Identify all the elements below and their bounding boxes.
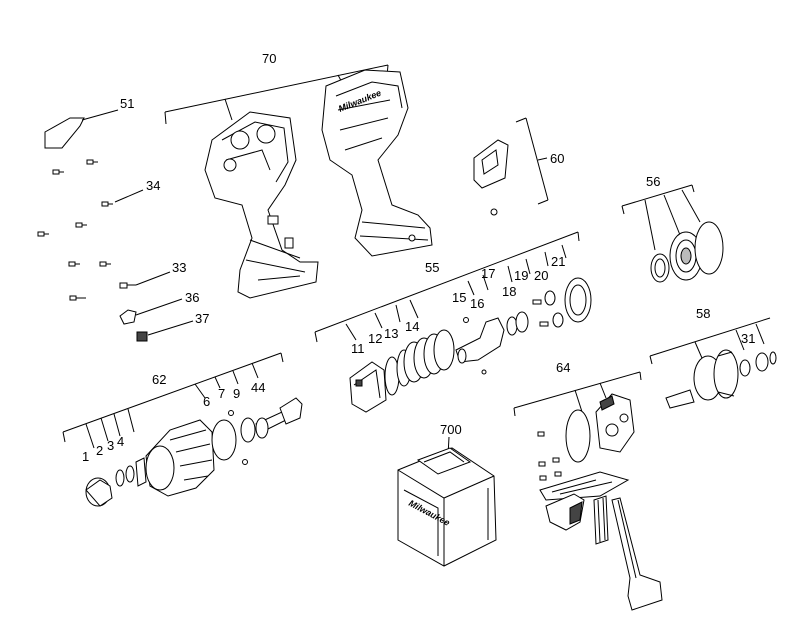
callout-1: 1 — [82, 449, 89, 464]
screw-33: 33 — [119, 260, 186, 289]
callout-2: 2 — [96, 443, 103, 458]
carrying-case-700: 700 Milwaukee — [397, 422, 497, 567]
bearing-group-56: 56 — [621, 174, 724, 283]
callout-4: 4 — [117, 434, 124, 449]
callout-64: 64 — [556, 360, 570, 375]
screws-34: 34 — [37, 159, 160, 301]
stator-disk — [565, 409, 591, 463]
spindle-part — [455, 317, 505, 363]
gearcase-group-62: 62 1 2 3 4 6 7 9 44 — [62, 352, 303, 507]
callout-16: 16 — [470, 296, 484, 311]
electronics-group-64: 64 — [513, 360, 663, 611]
callout-12: 12 — [368, 331, 382, 346]
motor-group-58: 58 31 — [649, 306, 777, 409]
callout-36: 36 — [185, 290, 199, 305]
callout-70: 70 — [262, 51, 276, 66]
callout-14: 14 — [405, 319, 419, 334]
right-housing-half — [321, 69, 433, 257]
screw-icon — [37, 159, 113, 301]
switch-lever-36: 36 — [119, 290, 199, 325]
callout-44: 44 — [251, 380, 265, 395]
mechanism-group-55: 55 11 12 13 14 15 16 17 18 19 20 21 — [314, 231, 592, 413]
callout-18: 18 — [502, 284, 516, 299]
callout-11: 11 — [351, 341, 365, 356]
callout-60: 60 — [550, 151, 564, 166]
callout-3: 3 — [107, 438, 114, 453]
callout-31: 31 — [741, 331, 755, 346]
callout-51: 51 — [120, 96, 134, 111]
callout-58: 58 — [696, 306, 710, 321]
callout-19: 19 — [514, 268, 528, 283]
callout-37: 37 — [195, 311, 209, 326]
callout-15: 15 — [452, 290, 466, 305]
callout-9: 9 — [233, 386, 240, 401]
hammer-part — [349, 361, 387, 413]
callout-6: 6 — [203, 394, 210, 409]
callout-34: 34 — [146, 178, 160, 193]
callout-21: 21 — [551, 254, 565, 269]
callout-13: 13 — [384, 326, 398, 341]
belt-clip-60: 60 — [473, 117, 564, 216]
carrying-case — [397, 447, 497, 567]
nameplate-part — [44, 117, 85, 149]
callout-17: 17 — [481, 266, 495, 281]
callout-62: 62 — [152, 372, 166, 387]
callout-56: 56 — [646, 174, 660, 189]
callout-20: 20 — [534, 268, 548, 283]
callout-700: 700 — [440, 422, 462, 437]
circuit-board — [539, 471, 630, 501]
callout-7: 7 — [218, 386, 225, 401]
housing-group-70: 70 Milwaukee — [164, 51, 433, 299]
callout-55: 55 — [425, 260, 439, 275]
lamp-37: 37 — [136, 311, 209, 342]
callout-33: 33 — [172, 260, 186, 275]
nameplate-51: 51 — [44, 96, 134, 149]
